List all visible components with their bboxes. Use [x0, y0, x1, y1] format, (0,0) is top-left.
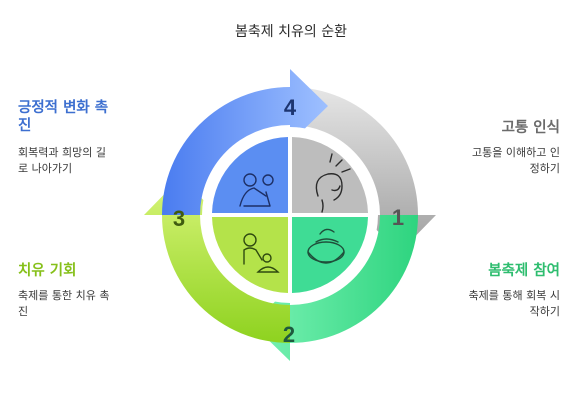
- headache-person-icon: [315, 153, 351, 213]
- step-4-label-line2: 진: [18, 118, 32, 134]
- step-3-desc-line2: 진: [18, 305, 29, 318]
- step-1-desc: 고통을 이해하고 인 정하기: [472, 145, 560, 177]
- step-2-desc-line1: 축제를 통해 회복 시: [468, 289, 560, 302]
- festival-bowl-icon: [307, 228, 345, 264]
- quadrant-2: [292, 217, 368, 293]
- step-number-3: 3: [173, 206, 185, 231]
- step-4-desc-line1: 회복력과 희망의 길: [18, 146, 106, 159]
- step-3-label: 치유 기회: [18, 263, 77, 279]
- step-2-desc-line2: 작하기: [529, 305, 560, 318]
- diagram-title: 봄축제 치유의 순환: [235, 24, 347, 40]
- step-3-desc: 축제를 통한 치유 촉 진: [18, 288, 109, 320]
- caring-people-icon: [243, 233, 280, 273]
- cycle-arrow-2: [252, 215, 418, 361]
- step-number-4: 4: [284, 95, 297, 120]
- quadrant-1: [292, 137, 368, 213]
- step-1-desc-line1: 고통을 이해하고 인: [472, 146, 560, 159]
- step-4-label-line1: 긍정적 변화 촉: [18, 100, 109, 116]
- quadrant-4: [212, 137, 288, 213]
- step-2-desc: 축제를 통해 회복 시 작하기: [469, 288, 560, 320]
- growth-person-icon: [239, 173, 274, 207]
- step-number-1: 1: [392, 205, 404, 230]
- step-4-desc: 회복력과 희망의 길 로 나아가기: [18, 145, 106, 177]
- step-number-2: 2: [283, 322, 295, 347]
- cycle-arrow-1: [290, 87, 436, 253]
- quadrant-3: [212, 217, 288, 293]
- step-1-label: 고통 인식: [501, 120, 560, 136]
- cycle-arrow-4: [162, 69, 328, 215]
- step-4-label: 긍정적 변화 촉 진: [18, 99, 108, 135]
- step-2-label: 봄축제 참여: [488, 263, 560, 279]
- step-3-desc-line1: 축제를 통한 치유 촉: [18, 289, 110, 302]
- cycle-arrow-3: [144, 177, 290, 343]
- step-4-desc-line2: 로 나아가기: [18, 162, 73, 175]
- step-1-desc-line2: 정하기: [529, 162, 560, 175]
